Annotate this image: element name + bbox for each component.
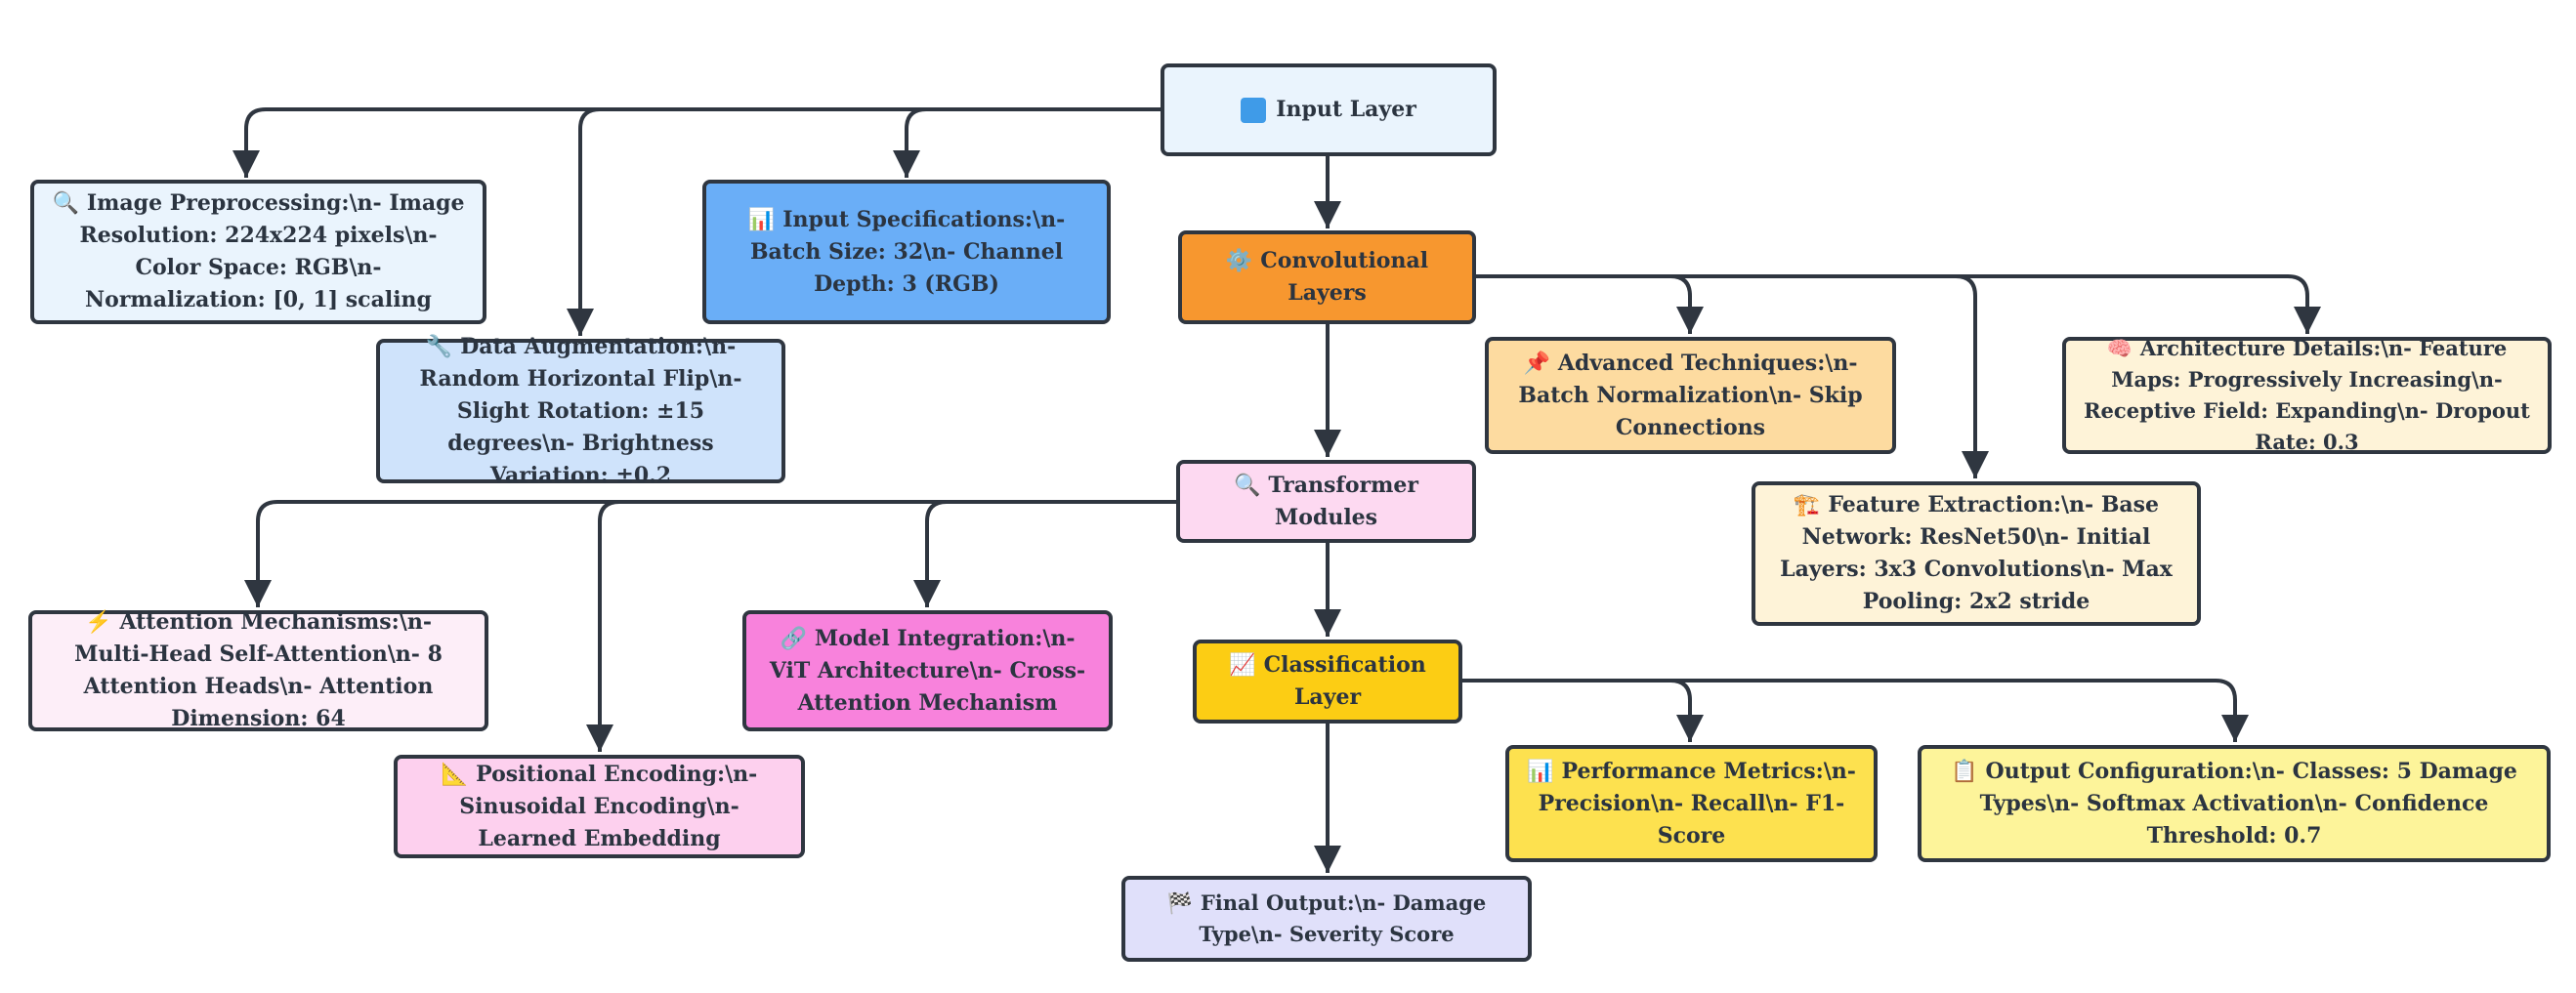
- node-advanced-techniques[interactable]: 📌Advanced Techniques:\n- Batch Normaliza…: [1485, 337, 1896, 454]
- node-classification-layer[interactable]: 📈 Classification Layer: [1193, 640, 1462, 724]
- node-input-layer[interactable]: Input Layer: [1161, 63, 1497, 156]
- node-feature-extraction[interactable]: 🏗️Feature Extraction:\n- Base Network: R…: [1752, 481, 2201, 626]
- bar-chart-icon: 📊: [747, 207, 776, 232]
- node-label: Input Layer: [1276, 97, 1416, 122]
- trend-chart-icon: 📈: [1229, 653, 1256, 678]
- node-architecture-details[interactable]: 🧠Architecture Details:\n- Feature Maps: …: [2062, 336, 2552, 454]
- edge-classif-perf: [1461, 679, 1704, 742]
- edge-transformer-modelint: [913, 500, 1177, 607]
- pushpin-icon: 📌: [1523, 351, 1550, 376]
- triangle-ruler-icon: 📐: [441, 762, 469, 787]
- node-label: Model Integration:\n- ViT Architecture\n…: [769, 625, 1086, 716]
- node-label: Performance Metrics:\n- Precision\n- Rec…: [1538, 758, 1856, 848]
- magnifier-icon: 🔍: [52, 191, 79, 216]
- blue-square-icon: [1241, 97, 1267, 123]
- wrench-icon: 🔧: [425, 334, 453, 359]
- node-label: Architecture Details:\n- Feature Maps: P…: [2084, 336, 2530, 454]
- magnifier-icon: 🔍: [1234, 473, 1261, 498]
- edge-conv-archdetails: [1475, 274, 2321, 334]
- node-data-augmentation[interactable]: 🔧Data Augmentation:\n- Random Horizontal…: [376, 334, 785, 488]
- gear-icon: ⚙️: [1225, 249, 1253, 273]
- edge-transformer-attention: [244, 500, 1177, 607]
- link-icon: 🔗: [780, 626, 807, 651]
- node-input-specifications[interactable]: 📊Input Specifications:\n- Batch Size: 32…: [702, 180, 1111, 324]
- node-transformer-modules[interactable]: 🔍 Transformer Modules: [1176, 460, 1476, 543]
- node-performance-metrics[interactable]: 📊Performance Metrics:\n- Precision\n- Re…: [1505, 745, 1878, 862]
- node-label: Feature Extraction:\n- Base Network: Res…: [1780, 492, 2173, 614]
- node-model-integration[interactable]: 🔗Model Integration:\n- ViT Architecture\…: [742, 610, 1113, 731]
- node-convolutional-layers[interactable]: ⚙️ Convolutional Layers: [1178, 230, 1476, 324]
- node-label: Image Preprocessing:\n- Image Resolution…: [79, 190, 465, 312]
- edge-transformer-posenc: [586, 500, 1177, 752]
- edge-input-augment: [567, 107, 1161, 336]
- node-image-preprocessing[interactable]: 🔍Image Preprocessing:\n- Image Resolutio…: [30, 180, 486, 324]
- node-label: Transformer Modules: [1268, 472, 1418, 530]
- node-label: Positional Encoding:\n- Sinusoidal Encod…: [459, 761, 758, 851]
- node-label: Output Configuration:\n- Classes: 5 Dama…: [1979, 758, 2517, 848]
- clipboard-icon: 📋: [1951, 759, 1978, 784]
- bar-chart-icon: 📊: [1527, 759, 1554, 784]
- node-label: Data Augmentation:\n- Random Horizontal …: [419, 333, 742, 488]
- checkered-flag-icon: 🏁: [1166, 891, 1193, 915]
- node-label: Input Specifications:\n- Batch Size: 32\…: [749, 206, 1066, 297]
- node-label: Convolutional Layers: [1260, 248, 1429, 306]
- brain-icon: 🧠: [2106, 337, 2133, 360]
- node-label: Advanced Techniques:\n- Batch Normalizat…: [1518, 350, 1863, 440]
- node-label: Final Output:\n- Damage Type\n- Severity…: [1199, 890, 1487, 946]
- node-attention-mechanisms[interactable]: ⚡Attention Mechanisms:\n- Multi-Head Sel…: [28, 609, 488, 731]
- edge-input-inspec: [893, 107, 1161, 178]
- node-label: Attention Mechanisms:\n- Multi-Head Self…: [74, 609, 443, 731]
- edge-input-preproc: [232, 107, 1161, 178]
- node-output-configuration[interactable]: 📋Output Configuration:\n- Classes: 5 Dam…: [1918, 745, 2551, 862]
- edge-classif-outconf: [1461, 679, 2249, 742]
- edge-conv-advanced: [1475, 274, 1704, 334]
- node-final-output[interactable]: 🏁Final Output:\n- Damage Type\n- Severit…: [1121, 876, 1532, 962]
- crane-icon: 🏗️: [1793, 493, 1821, 517]
- node-positional-encoding[interactable]: 📐Positional Encoding:\n- Sinusoidal Enco…: [394, 755, 805, 858]
- lightning-icon: ⚡: [85, 610, 112, 635]
- node-label: Classification Layer: [1263, 652, 1426, 710]
